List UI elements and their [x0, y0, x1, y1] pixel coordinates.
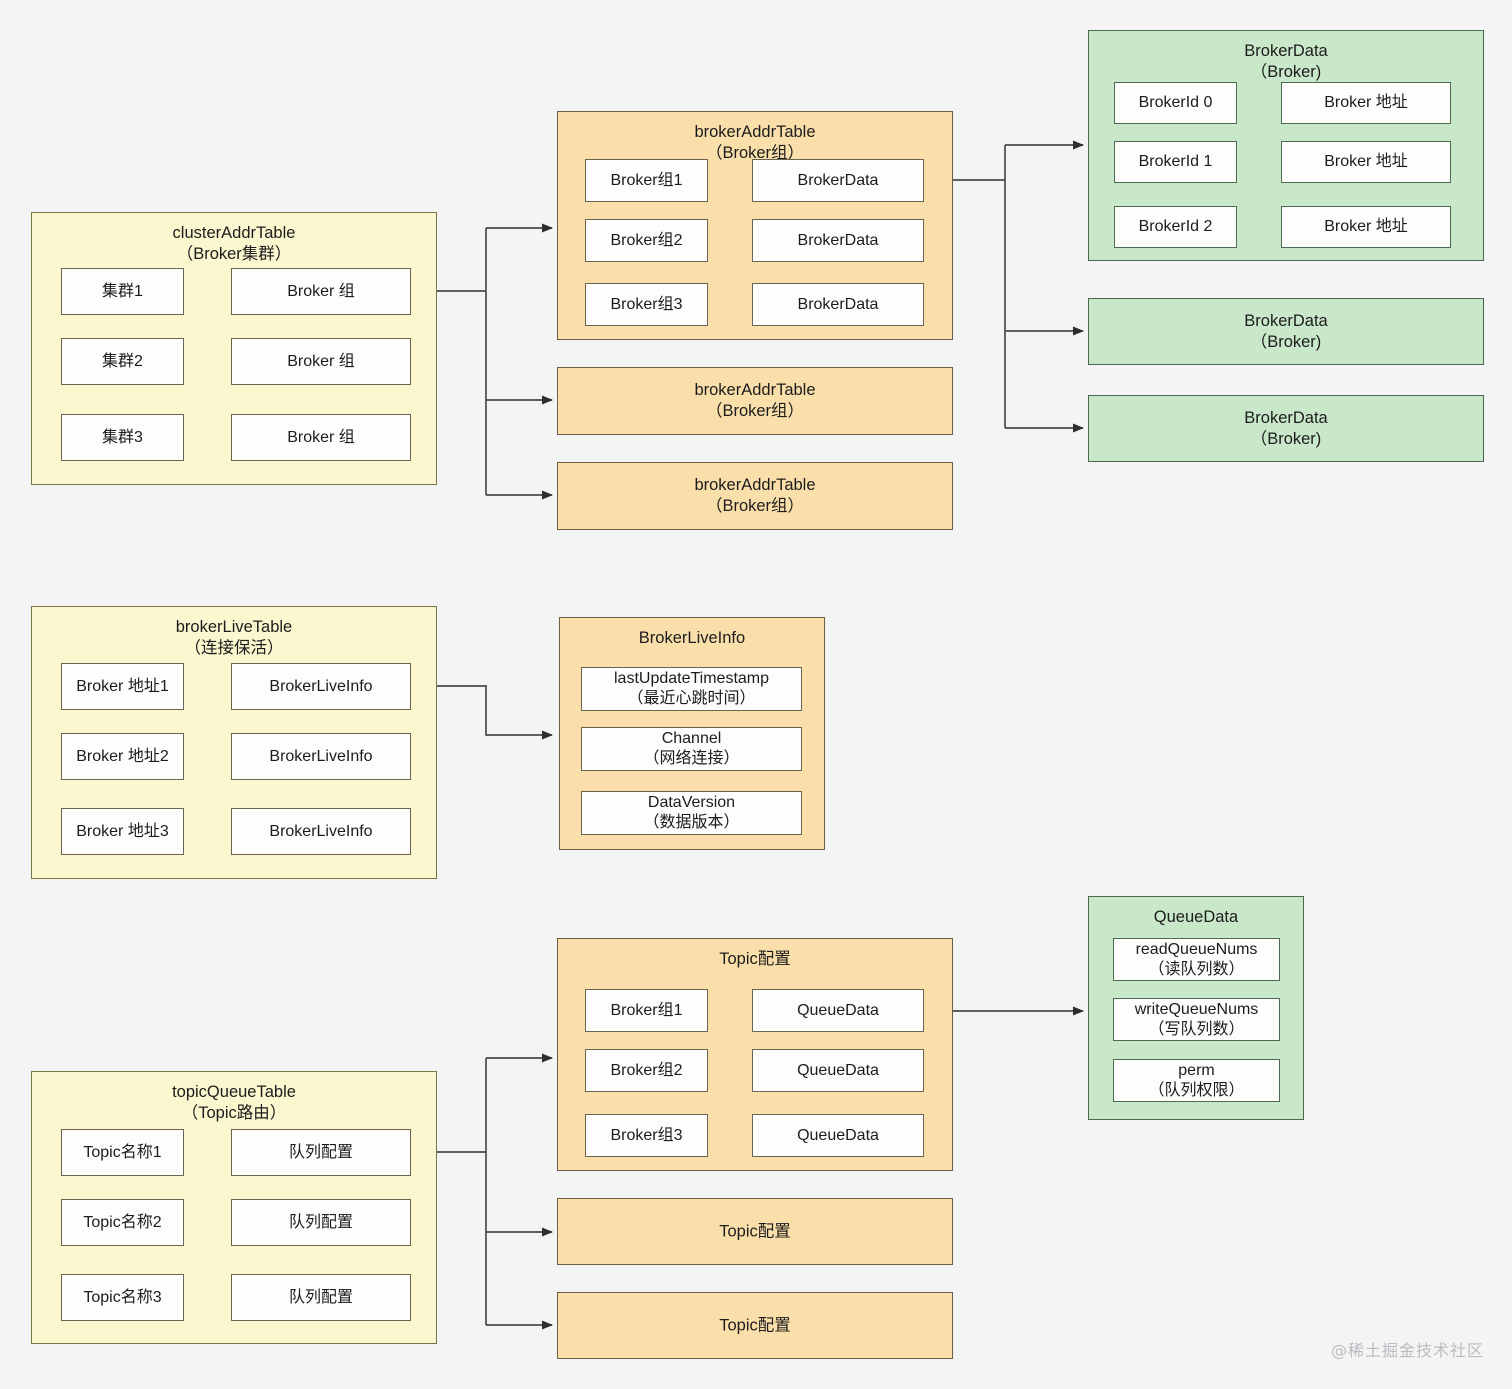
tc-value-1: QueueData [752, 989, 924, 1032]
broker-data-title: BrokerData （Broker) [1244, 42, 1328, 81]
broker-addr-table-sibling-1-title: brokerAddrTable （Broker组） [694, 381, 816, 420]
watermark: @稀土掘金技术社区 [1330, 1341, 1484, 1360]
bd-value-3: Broker 地址 [1281, 206, 1451, 248]
bd-value-2: Broker 地址 [1281, 141, 1451, 183]
bat-key-2: Broker组2 [585, 219, 708, 262]
bd-key-2: BrokerId 1 [1114, 141, 1237, 183]
bat-value-2: BrokerData [752, 219, 924, 262]
tqt-key-3: Topic名称3 [61, 1274, 184, 1321]
qd-field-2: writeQueueNums （写队列数） [1113, 998, 1280, 1041]
topic-config-sibling-1-title: Topic配置 [719, 1222, 791, 1240]
broker-data-sibling-2-title: BrokerData （Broker) [1244, 408, 1328, 448]
topic-queue-table-title: topicQueueTable （Topic路由） [172, 1083, 296, 1122]
cluster-key-1: 集群1 [61, 268, 184, 315]
tqt-value-1: 队列配置 [231, 1129, 411, 1176]
bli-field-2: Channel （网络连接） [581, 727, 802, 771]
tqt-key-2: Topic名称2 [61, 1199, 184, 1246]
bli-field-1: lastUpdateTimestamp （最近心跳时间） [581, 667, 802, 711]
cluster-addr-table-title: clusterAddrTable （Broker集群） [172, 224, 296, 263]
blt-value-3: BrokerLiveInfo [231, 808, 411, 855]
blt-value-2: BrokerLiveInfo [231, 733, 411, 780]
topic-config-sibling-2: Topic配置 [557, 1292, 953, 1359]
cluster-key-2: 集群2 [61, 338, 184, 385]
queue-data-title: QueueData [1153, 908, 1239, 926]
broker-live-table-title: brokerLiveTable （连接保活） [175, 618, 293, 657]
cluster-key-3: 集群3 [61, 414, 184, 461]
blt-key-3: Broker 地址3 [61, 808, 184, 855]
topic-config-sibling-2-title: Topic配置 [719, 1316, 791, 1334]
cluster-value-1: Broker 组 [231, 268, 411, 315]
topic-config-sibling-1: Topic配置 [557, 1198, 953, 1265]
bat-key-1: Broker组1 [585, 159, 708, 202]
blt-value-1: BrokerLiveInfo [231, 663, 411, 710]
broker-data-sibling-1-title: BrokerData （Broker) [1244, 311, 1328, 351]
broker-data-sibling-2: BrokerData （Broker) [1088, 395, 1484, 462]
bli-field-3: DataVersion （数据版本） [581, 791, 802, 835]
broker-addr-table-sibling-2: brokerAddrTable （Broker组） [557, 462, 953, 530]
broker-data-sibling-1: BrokerData （Broker) [1088, 298, 1484, 365]
tqt-value-3: 队列配置 [231, 1274, 411, 1321]
topic-config-title: Topic配置 [719, 950, 791, 968]
tc-key-3: Broker组3 [585, 1114, 708, 1157]
bd-key-3: BrokerId 2 [1114, 206, 1237, 248]
broker-live-info-title: BrokerLiveInfo [638, 629, 746, 647]
blt-key-1: Broker 地址1 [61, 663, 184, 710]
tqt-value-2: 队列配置 [231, 1199, 411, 1246]
broker-addr-table-sibling-2-title: brokerAddrTable （Broker组） [694, 476, 816, 515]
tc-key-2: Broker组2 [585, 1049, 708, 1092]
qd-field-1: readQueueNums （读队列数） [1113, 938, 1280, 981]
cluster-value-3: Broker 组 [231, 414, 411, 461]
bd-key-1: BrokerId 0 [1114, 82, 1237, 124]
bat-value-1: BrokerData [752, 159, 924, 202]
bat-value-3: BrokerData [752, 283, 924, 326]
bd-value-1: Broker 地址 [1281, 82, 1451, 124]
broker-addr-table-title: brokerAddrTable （Broker组） [694, 123, 816, 162]
tc-value-2: QueueData [752, 1049, 924, 1092]
cluster-value-2: Broker 组 [231, 338, 411, 385]
qd-field-3: perm （队列权限） [1113, 1059, 1280, 1102]
broker-addr-table-sibling-1: brokerAddrTable （Broker组） [557, 367, 953, 435]
tc-key-1: Broker组1 [585, 989, 708, 1032]
bat-key-3: Broker组3 [585, 283, 708, 326]
blt-key-2: Broker 地址2 [61, 733, 184, 780]
tc-value-3: QueueData [752, 1114, 924, 1157]
tqt-key-1: Topic名称1 [61, 1129, 184, 1176]
